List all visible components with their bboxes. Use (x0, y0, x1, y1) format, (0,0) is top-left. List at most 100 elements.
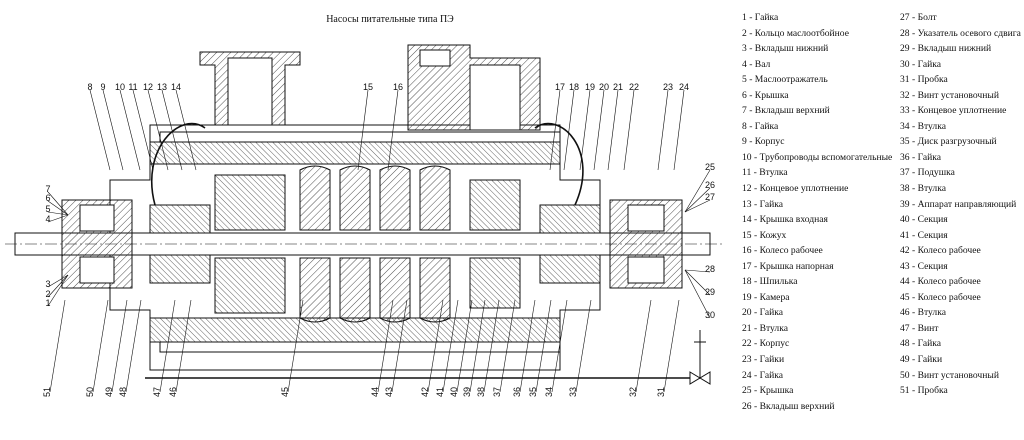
leader-line (175, 89, 197, 171)
leader-line (377, 299, 394, 393)
legend-item: 32 - Винт установочный (900, 89, 999, 101)
legend-item: 51 - Пробка (900, 385, 948, 397)
legend-item: 29 - Вкладыш нижний (900, 43, 992, 55)
callout-number: 47 (152, 387, 162, 397)
legend-item: 40 - Секция (900, 214, 948, 226)
leader-line (607, 89, 619, 171)
legend-item: 4 - Вал (742, 58, 771, 70)
legend-item: 41 - Секция (900, 229, 948, 241)
callout-number: 7 (45, 184, 50, 194)
callout-number: 41 (435, 387, 445, 397)
legend-item: 15 - Кожух (742, 229, 787, 241)
leader-line (427, 299, 444, 393)
legend-column-1: 1 - Гайка 2 - Кольцо маслоотбойное 3 - Вкл… (742, 10, 892, 414)
leader-line (387, 89, 399, 171)
leader-line (47, 200, 69, 216)
legend-item: 39 - Аппарат направляющий (900, 198, 1017, 210)
legend-item: 43 - Секция (900, 260, 948, 272)
leader-line (161, 89, 183, 171)
callout-number: 42 (420, 387, 430, 397)
legend-item: 37 - Подушка (900, 167, 955, 179)
leader-line (549, 89, 561, 171)
callout-number: 25 (705, 162, 715, 172)
leader-line (657, 89, 669, 171)
leader-line (119, 89, 141, 171)
callout-number: 23 (663, 82, 673, 92)
legend-item: 28 - Указатель осевого сдвига (900, 27, 1021, 39)
callout-number: 11 (128, 82, 137, 92)
callout-number: 22 (629, 82, 639, 92)
callout-number: 39 (462, 387, 472, 397)
callout-number: 6 (45, 193, 50, 203)
leader-line (579, 89, 591, 171)
callout-number: 24 (679, 82, 689, 92)
legend-item: 18 - Шпилька (742, 276, 798, 288)
callout-number: 16 (393, 82, 403, 92)
leader-line (684, 269, 711, 319)
callout-number: 1 (45, 298, 50, 308)
legend-item: 35 - Диск разгрузочный (900, 136, 997, 148)
leader-line (469, 299, 486, 393)
legend-item: 10 - Трубопроводы вспомогательные (742, 151, 893, 163)
legend-item: 1 - Гайка (742, 12, 779, 23)
leader-line (442, 299, 459, 393)
leader-line (111, 299, 128, 393)
callout-number: 34 (544, 387, 554, 397)
legend-item: 23 - Гайки (742, 354, 785, 366)
legend-item: 48 - Гайка (900, 338, 942, 350)
leader-line (684, 269, 711, 296)
leader-line (684, 199, 711, 213)
callout-number: 45 (280, 387, 290, 397)
leader-line (635, 299, 652, 393)
leader-line (47, 191, 69, 216)
leader-line (92, 299, 109, 393)
tie-rod-bottom (159, 341, 561, 353)
callout-number: 48 (118, 387, 128, 397)
callout-number: 33 (568, 387, 578, 397)
leader-line (519, 299, 536, 393)
callout-number: 10 (115, 82, 125, 92)
legend-item: 25 - Крышка (742, 385, 794, 397)
legend-item: 33 - Концевое уплотнение (900, 105, 1007, 117)
legend-item: 19 - Камера (742, 291, 790, 303)
legend-item: 9 - Корпус (742, 136, 785, 148)
callout-number: 44 (370, 387, 380, 397)
pump-body (5, 44, 725, 385)
leader-line (551, 299, 568, 393)
legend-item: 21 - Втулка (742, 322, 788, 334)
callout-number: 19 (585, 82, 595, 92)
callout-number: 15 (363, 82, 373, 92)
right-seal (539, 204, 601, 234)
legend-item: 36 - Гайка (900, 151, 942, 163)
leader-line (673, 89, 685, 171)
impeller-stages (299, 165, 521, 323)
leader-line (102, 89, 124, 171)
legend-column-2: 27 - Болт 28 - Указатель осевого сдвига 29… (900, 10, 1021, 399)
callout-number: 5 (45, 204, 50, 214)
leader-line (593, 89, 605, 171)
legend-item: 44 - Колесо рабочее (900, 276, 981, 288)
legend-item: 31 - Пробка (900, 74, 948, 86)
aux-pipe-left (150, 122, 206, 206)
callout-number: 21 (613, 82, 623, 92)
callout-number: 20 (599, 82, 609, 92)
callout-number: 36 (512, 387, 522, 397)
left-seal (149, 204, 211, 234)
legend-item: 27 - Болт (900, 12, 937, 23)
callout-number: 12 (143, 82, 153, 92)
legend-item: 2 - Кольцо маслоотбойное (742, 27, 849, 39)
legend-item: 20 - Гайка (742, 307, 784, 319)
leader-line (49, 299, 66, 393)
legend-item: 24 - Гайка (742, 369, 784, 381)
callout-number: 2 (45, 289, 50, 299)
leader-line (483, 299, 500, 393)
tie-rod-top (159, 131, 561, 143)
leader-line (47, 274, 69, 288)
legend-item: 5 - Маслоотражатель (742, 74, 828, 86)
leader-line (499, 299, 516, 393)
valve-icon (689, 330, 711, 385)
leader-line (89, 89, 111, 171)
leader-line (132, 89, 154, 171)
legend-item: 3 - Вкладыш нижний (742, 43, 829, 55)
leader-line (175, 299, 192, 393)
